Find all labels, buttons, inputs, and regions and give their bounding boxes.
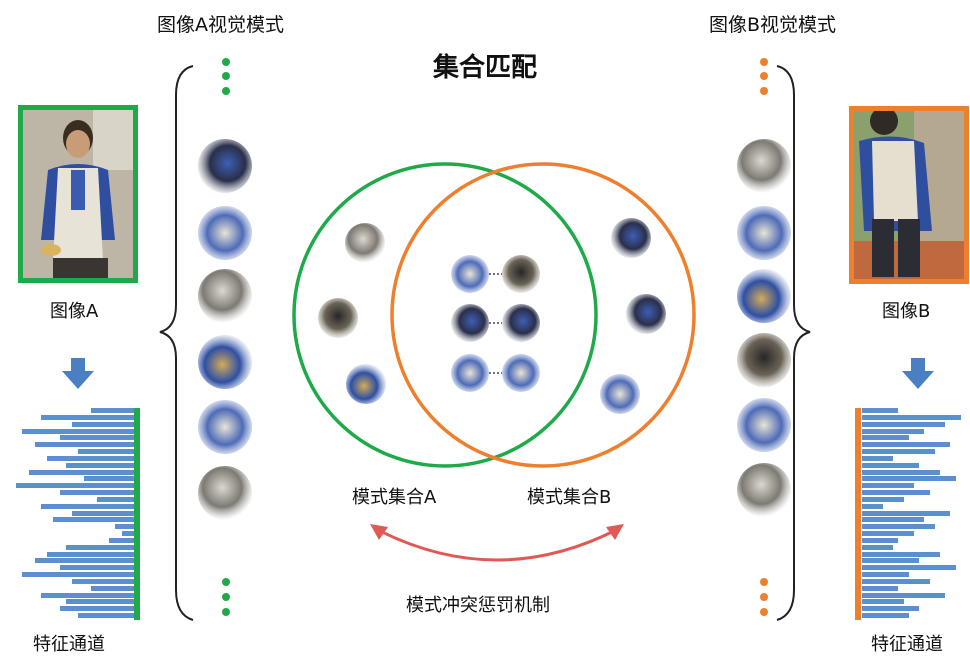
set-b-only-patches: [600, 218, 666, 414]
right-bottom-ellipsis-icon: [760, 578, 768, 616]
feature-channel-bar: [862, 599, 904, 604]
feature-channel-bar: [72, 511, 134, 516]
feature-channel-bar: [78, 613, 134, 618]
set-a-circle: [292, 162, 598, 468]
feature-channel-bar: [35, 558, 134, 563]
feature-channel-bar: [97, 497, 134, 502]
feature-channel-bar: [862, 593, 945, 598]
feature-channel-bar: [862, 408, 898, 413]
feature-channel-bar: [862, 511, 950, 516]
feature-channel-bar: [47, 456, 134, 461]
feature-channel-bar: [115, 524, 134, 529]
feature-channel-bar: [862, 476, 956, 481]
feature-channel-bar: [60, 435, 134, 440]
feature-channel-bar: [862, 565, 956, 570]
feature-channel-bar: [862, 586, 898, 591]
image-b-channel-axis: [855, 408, 861, 620]
feature-channel-bar: [109, 538, 134, 543]
feature-channel-bar: [862, 422, 945, 427]
feature-channel-bar: [862, 517, 924, 522]
image-a-label: 图像A: [50, 301, 99, 322]
feature-channel-bar: [862, 558, 919, 563]
set-b-label: 模式集合B: [527, 487, 612, 508]
image-b-down-arrow-icon: [902, 358, 934, 389]
feature-channel-bar: [862, 497, 904, 502]
feature-channel-bar: [862, 572, 909, 577]
feature-channel-bar: [53, 517, 134, 522]
matched-pattern-pairs: [451, 255, 540, 392]
feature-channel-bar: [84, 476, 134, 481]
image-a-feature-channels: [8, 408, 154, 620]
image-b-pattern-patches: [737, 139, 791, 517]
feature-channel-bar: [862, 545, 893, 550]
image-b-photo: [849, 106, 969, 284]
feature-channel-bar: [122, 531, 134, 536]
feature-channel-bar: [862, 415, 961, 420]
feature-channel-bar: [862, 490, 930, 495]
feature-channel-bar: [66, 545, 134, 550]
feature-channel-bar: [47, 552, 134, 557]
feature-channel-bar: [91, 408, 134, 413]
feature-channel-bar: [72, 422, 134, 427]
penalty-double-arrow-icon: [370, 524, 624, 562]
feature-channel-bar: [41, 415, 134, 420]
feature-channel-bar: [60, 565, 134, 570]
feature-channel-bar: [72, 579, 134, 584]
feature-channel-bar: [862, 449, 935, 454]
feature-channel-bar: [862, 435, 909, 440]
feature-channel-bar: [862, 463, 919, 468]
right-top-ellipsis-icon: [760, 58, 768, 95]
penalty-mechanism-label: 模式冲突惩罚机制: [406, 595, 550, 616]
image-a-photo: [18, 105, 138, 283]
left-top-ellipsis-icon: [222, 58, 230, 95]
feature-channel-bar: [41, 593, 134, 598]
feature-channel-bar: [862, 470, 940, 475]
image-b-label: 图像B: [882, 301, 931, 322]
right-curly-brace-icon: [776, 65, 811, 621]
feature-channel-bar: [862, 613, 909, 618]
page-title: 集合匹配: [432, 53, 537, 83]
feature-channel-bar: [66, 599, 134, 604]
image-a-patterns-header: 图像A视觉模式: [157, 14, 284, 36]
feature-channel-bar: [66, 463, 134, 468]
image-b-channel-label: 特征通道: [871, 634, 943, 655]
feature-channel-bar: [22, 572, 134, 577]
image-a-channel-label: 特征通道: [33, 634, 105, 655]
feature-channel-bar: [35, 442, 134, 447]
feature-channel-bar: [91, 586, 134, 591]
feature-channel-bar: [862, 538, 898, 543]
feature-channel-bar: [862, 456, 893, 461]
feature-channel-bar: [29, 470, 134, 475]
feature-channel-bar: [862, 579, 930, 584]
feature-channel-bar: [862, 606, 919, 611]
feature-channel-bar: [41, 504, 134, 509]
left-curly-brace-icon: [159, 65, 194, 621]
set-a-only-patches: [318, 223, 386, 404]
image-a-channel-axis: [134, 408, 140, 620]
set-b-circle: [390, 162, 696, 468]
feature-channel-bar: [862, 531, 914, 536]
image-a-down-arrow-icon: [62, 358, 94, 389]
feature-channel-bar: [862, 442, 950, 447]
feature-channel-bar: [862, 429, 924, 434]
feature-channel-bar: [60, 490, 134, 495]
feature-channel-bar: [78, 449, 134, 454]
feature-channel-bar: [22, 429, 134, 434]
feature-channel-bar: [862, 504, 883, 509]
image-b-feature-channels: [860, 408, 970, 620]
feature-channel-bar: [60, 606, 134, 611]
set-a-label: 模式集合A: [352, 487, 437, 508]
left-bottom-ellipsis-icon: [222, 578, 230, 616]
feature-channel-bar: [862, 483, 914, 488]
feature-channel-bar: [862, 552, 940, 557]
feature-channel-bar: [862, 524, 935, 529]
image-a-pattern-patches: [198, 139, 252, 520]
feature-channel-bar: [16, 483, 134, 488]
image-b-patterns-header: 图像B视觉模式: [709, 14, 837, 36]
